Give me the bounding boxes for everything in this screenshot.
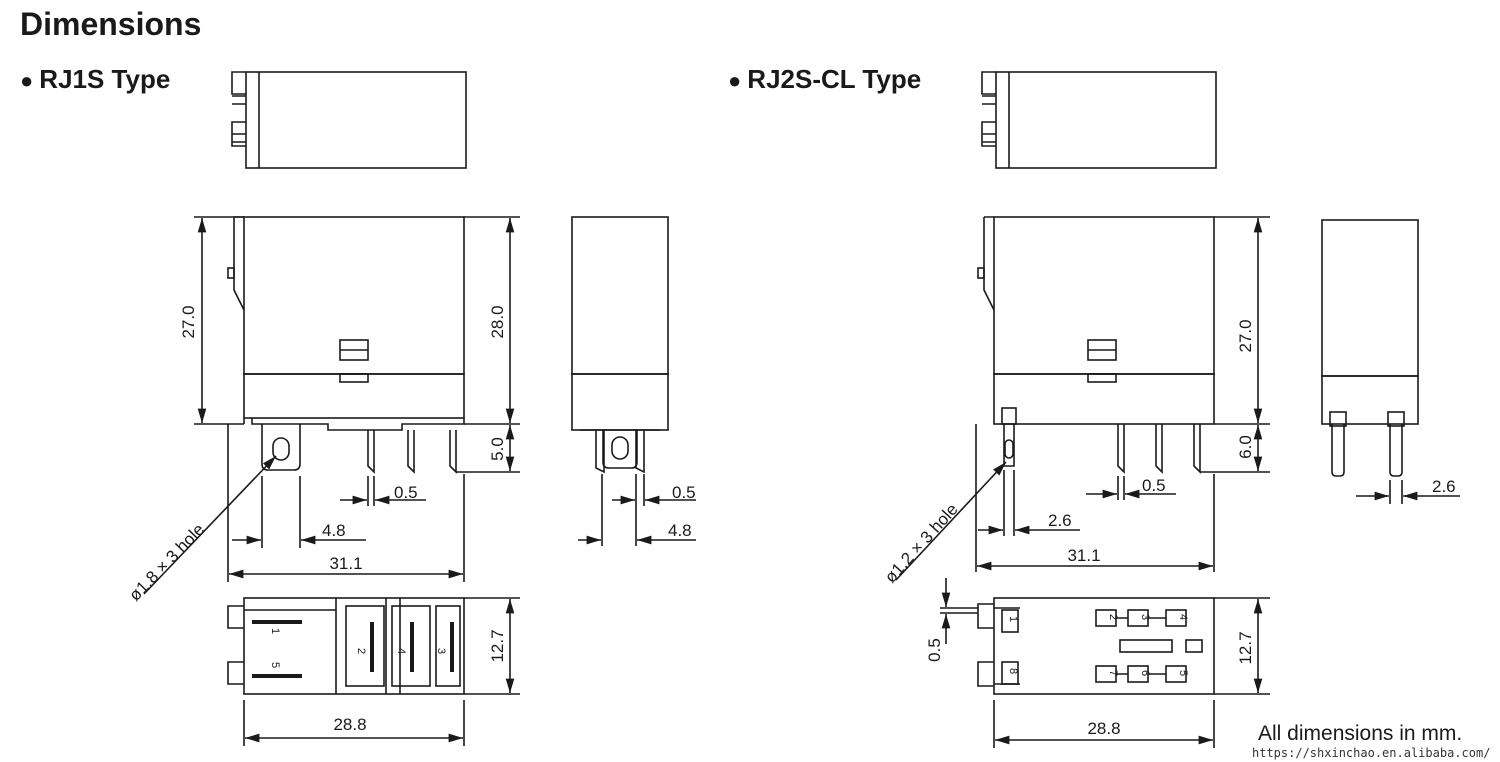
rj2s-front-view — [977, 216, 1215, 474]
pin-label: 8 — [1007, 668, 1019, 674]
rj1s-side-view — [571, 216, 669, 474]
dim-pin-offset: 2.6 — [1048, 511, 1072, 530]
pin-label: 6 — [1139, 670, 1151, 676]
rj2s-front-dimensions — [895, 216, 1270, 581]
pin-label: 3 — [435, 648, 447, 654]
rj2s-top-view — [981, 71, 1217, 169]
dim-bottom-depth: 12.7 — [1236, 631, 1255, 664]
pin-label: 3 — [1139, 614, 1151, 620]
dim-bottom-width: 28.8 — [1087, 719, 1120, 738]
rj2s-side-view — [1321, 219, 1419, 477]
page-title: Dimensions — [20, 6, 202, 42]
pin-label: 5 — [269, 662, 281, 668]
dim-pin-length: 5.0 — [488, 437, 507, 461]
section-title-rj1s: ●RJ1S Type — [20, 64, 170, 95]
dim-pin-offset: 4.8 — [322, 521, 346, 540]
dim-height-total: 28.0 — [488, 305, 507, 338]
pin-label: 2 — [355, 648, 367, 654]
dim-height-body: 27.0 — [179, 305, 198, 338]
pin-label: 5 — [1177, 670, 1189, 676]
bullet-icon: ● — [20, 68, 34, 93]
rj1s-front-dimensions — [143, 216, 520, 595]
rj1s-side-dimensions — [578, 474, 696, 546]
dim-bottom-width: 28.8 — [333, 715, 366, 734]
dim-pin-width: 0.5 — [394, 483, 418, 502]
rj2s-bottom-view — [977, 597, 1215, 695]
dim-side-pin-width: 2.6 — [1432, 477, 1456, 496]
pin-label: 4 — [395, 648, 407, 654]
rj1s-bottom-view — [227, 597, 465, 695]
dim-bottom-depth: 12.7 — [488, 629, 507, 662]
rj2s-bottom-dimensions — [940, 578, 1270, 748]
section-title-text: RJ2S-CL Type — [747, 64, 922, 94]
section-title-rj2s-cl: ●RJ2S-CL Type — [728, 64, 921, 95]
dim-width: 31.1 — [1067, 546, 1100, 565]
pin-label: 4 — [1177, 614, 1189, 620]
bullet-icon: ● — [728, 68, 742, 93]
dim-width: 31.1 — [329, 554, 362, 573]
dim-pin-width: 0.5 — [1142, 476, 1166, 495]
rj1s-top-view — [231, 71, 467, 169]
pin-label: 2 — [1107, 614, 1119, 620]
dim-hole: ø1.2 × 3 hole — [881, 500, 962, 587]
units-note: All dimensions in mm. — [1258, 722, 1463, 745]
section-title-text: RJ1S Type — [39, 64, 171, 94]
source-url: https://shxinchao.en.alibaba.com/ — [1252, 746, 1491, 760]
dim-bottom-gap: 0.5 — [925, 638, 944, 662]
pin-label: 1 — [1007, 616, 1019, 622]
rj1s-front-view — [227, 216, 465, 474]
pin-label: 1 — [269, 628, 281, 634]
dim-height-body: 27.0 — [1236, 319, 1255, 352]
rj2s-side-dimensions — [1356, 480, 1460, 504]
pin-label: 7 — [1107, 670, 1119, 676]
dim-side-offset: 4.8 — [668, 521, 692, 540]
dim-pin-length: 6.0 — [1236, 435, 1255, 459]
dim-side-pin-width: 0.5 — [672, 483, 696, 502]
rj1s-bottom-dimensions — [243, 597, 520, 746]
dim-hole: ø1.8 × 3 hole — [125, 520, 208, 605]
